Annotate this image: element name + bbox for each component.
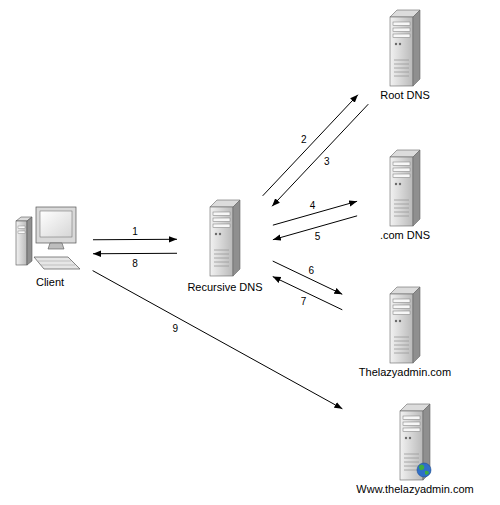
step-number: 7 xyxy=(301,296,307,307)
arrow-connector xyxy=(93,271,343,409)
step-number: 8 xyxy=(132,257,138,268)
arrow-connector xyxy=(263,95,358,196)
step-number: 9 xyxy=(172,322,178,333)
server-icon xyxy=(390,150,420,226)
step-number: 5 xyxy=(315,231,321,242)
node-label: .com DNS xyxy=(380,229,430,242)
server-icon xyxy=(400,404,430,480)
server-node: .com DNS xyxy=(360,148,450,242)
client-computer xyxy=(16,207,80,269)
node-label: Thelazyadmin.com xyxy=(359,366,451,379)
server-node: Thelazyadmin.com xyxy=(345,285,465,379)
globe-symbol xyxy=(417,463,431,477)
client-node: Client xyxy=(10,205,90,289)
node-label: Root DNS xyxy=(380,89,430,102)
step-number: 1 xyxy=(132,225,138,236)
step-number: 2 xyxy=(301,134,307,145)
server-node: Recursive DNS xyxy=(180,198,270,294)
server-icon xyxy=(210,200,240,276)
node-label: Recursive DNS xyxy=(187,281,262,294)
node-label: Www.thelazyadmin.com xyxy=(356,483,473,496)
arrow-connector xyxy=(273,277,343,310)
server-icon xyxy=(390,10,420,86)
step-number: 3 xyxy=(324,156,330,167)
server-node: Www.thelazyadmin.com xyxy=(345,402,485,496)
arrow-connector xyxy=(93,253,177,254)
server-node: Root DNS xyxy=(360,8,450,102)
step-number: 6 xyxy=(309,264,315,275)
node-label: Client xyxy=(36,276,64,289)
server-icon xyxy=(390,287,420,363)
arrow-connector xyxy=(273,261,343,294)
step-number: 4 xyxy=(310,199,316,210)
arrow-connector xyxy=(93,239,177,240)
arrow-connector xyxy=(272,104,368,206)
